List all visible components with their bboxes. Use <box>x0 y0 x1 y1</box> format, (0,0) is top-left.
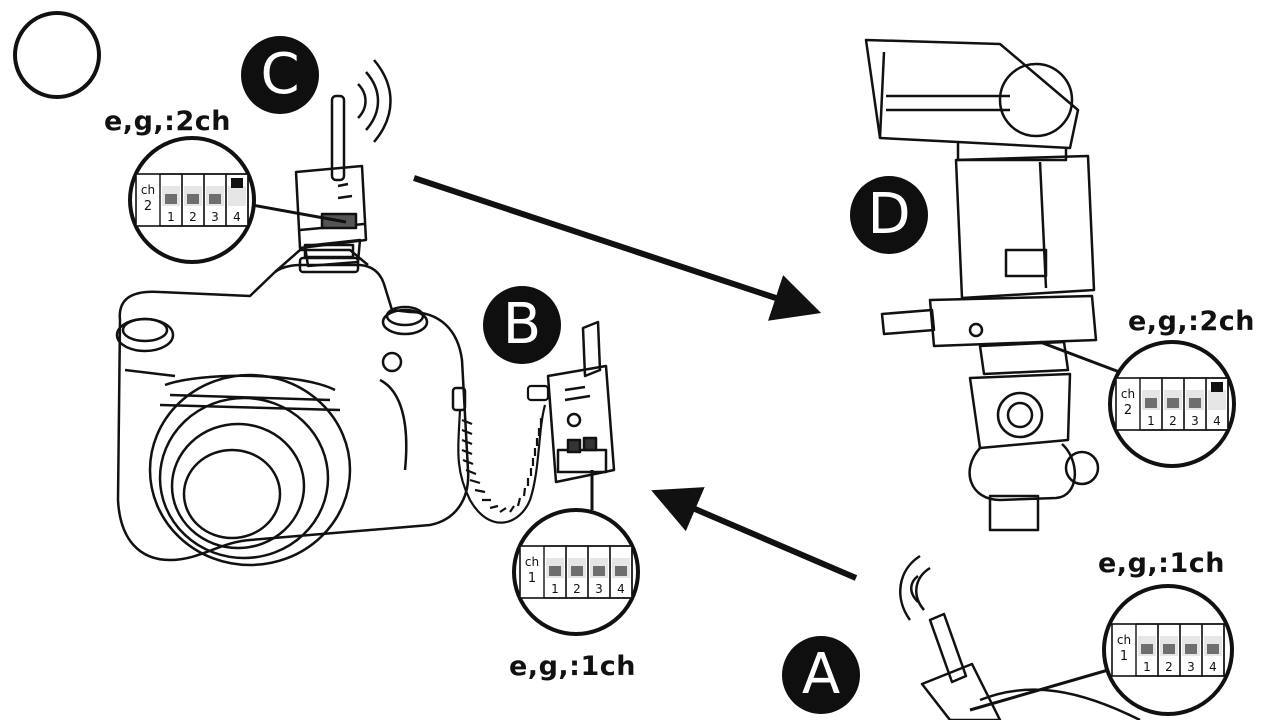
ch-label: ch <box>525 555 539 569</box>
switch-knob <box>1167 398 1179 408</box>
switch-number: 4 <box>233 210 241 224</box>
label-a: e,g,:1ch <box>1098 548 1225 579</box>
switch-knob <box>1207 644 1219 654</box>
camera <box>115 243 470 567</box>
switch-knob <box>1141 644 1153 654</box>
switch-number: 3 <box>1187 660 1195 674</box>
transmitter-a <box>899 554 1141 720</box>
switch-number: 4 <box>617 582 625 596</box>
switch-number: 1 <box>1143 660 1151 674</box>
badge-c: C <box>241 36 319 114</box>
switch-knob <box>1185 644 1197 654</box>
switch-knob <box>615 566 627 576</box>
switch-slot <box>609 545 633 599</box>
ch-label: ch <box>1117 633 1131 647</box>
switch-knob <box>187 194 199 204</box>
switch-number: 1 <box>1147 414 1155 428</box>
receiver-b <box>546 320 616 484</box>
switch-number: 2 <box>189 210 197 224</box>
switch-slot <box>1201 623 1225 677</box>
switch-number: 1 <box>551 582 559 596</box>
empty-circle <box>13 11 101 99</box>
badge-a-letter: A <box>801 642 841 707</box>
switch-knob <box>1189 398 1201 408</box>
switch-knob <box>549 566 561 576</box>
switch-number: 3 <box>595 582 603 596</box>
label-c: e,g,:2ch <box>104 106 231 137</box>
switch-slot <box>1205 377 1229 431</box>
badge-d: D <box>850 176 928 254</box>
flash-d <box>864 38 1100 532</box>
switch-slot <box>225 173 249 227</box>
label-b: e,g,:1ch <box>509 651 636 682</box>
switch-number: 3 <box>1191 414 1199 428</box>
ch-value: 2 <box>1124 403 1132 418</box>
badge-a: A <box>782 636 860 714</box>
switch-track <box>228 186 246 206</box>
badge-b-letter: B <box>502 292 542 357</box>
switch-knob <box>165 194 177 204</box>
switch-number: 2 <box>1165 660 1173 674</box>
sync-cable <box>457 384 550 524</box>
switch-number: 4 <box>1209 660 1217 674</box>
switch-knob <box>593 566 605 576</box>
ch-value: 1 <box>528 571 536 586</box>
switch-number: 4 <box>1213 414 1221 428</box>
callout-line-c <box>251 203 347 224</box>
switch-knob <box>571 566 583 576</box>
badge-c-letter: C <box>260 42 300 107</box>
switch-number: 1 <box>167 210 175 224</box>
switch-knob <box>1163 644 1175 654</box>
switch-knob <box>231 178 243 188</box>
switch-number: 2 <box>1169 414 1177 428</box>
switch-knob <box>209 194 221 204</box>
switch-knob <box>1145 398 1157 408</box>
switch-knob <box>1211 382 1223 392</box>
badge-b: B <box>483 286 561 364</box>
callout-line-d <box>1039 340 1131 378</box>
transmitter-c <box>294 59 392 268</box>
switch-number: 3 <box>211 210 219 224</box>
badge-d-letter: D <box>867 182 911 247</box>
arrow-a-to-b <box>651 487 858 581</box>
ch-label: ch <box>141 183 155 197</box>
label-d: e,g,:2ch <box>1128 306 1255 337</box>
arrow-c-to-d <box>413 175 822 321</box>
callout-line-a <box>969 664 1123 712</box>
ch-label: ch <box>1121 387 1135 401</box>
ch-value: 2 <box>144 199 152 214</box>
ch-value: 1 <box>1120 649 1128 664</box>
switch-number: 2 <box>573 582 581 596</box>
switch-track <box>1208 390 1226 410</box>
